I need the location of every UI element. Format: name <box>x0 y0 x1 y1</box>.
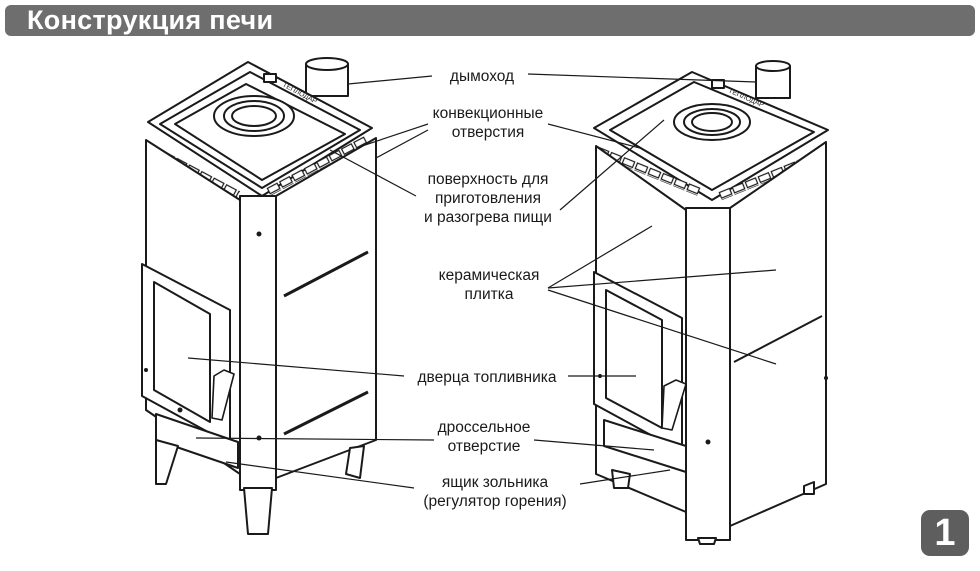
figure-number: 1 <box>934 512 956 554</box>
left-leg-front <box>243 487 273 535</box>
left-fuel-door <box>141 263 235 445</box>
label-ash-box-line2: (регулятор горения) <box>423 493 566 510</box>
left-leg-right <box>345 445 365 479</box>
left-stove: ТЕПЛОДАР <box>141 57 377 535</box>
right-stove: ТЕПЛОДАР <box>593 60 829 545</box>
label-fuel-door: дверца топливника <box>418 369 557 386</box>
left-leg-back <box>155 439 179 485</box>
right-corner-post <box>685 207 731 541</box>
right-leg-back <box>611 469 631 489</box>
label-cooking-line3: и разогрева пищи <box>424 209 552 226</box>
right-front-panel <box>729 141 827 527</box>
right-convection-holes-left <box>594 146 702 197</box>
label-chimney: дымоход <box>450 68 514 85</box>
right-logo-icon <box>711 79 725 89</box>
page-title: Конструкция печи <box>27 5 274 35</box>
leader-lines <box>187 73 777 489</box>
left-front-panel <box>275 137 377 479</box>
label-cooking-line1: поверхность для <box>428 171 549 188</box>
label-cooking-line2: приготовления <box>435 190 541 207</box>
left-ash-box <box>155 413 239 469</box>
left-convection-holes-right <box>266 135 370 196</box>
right-ash-box <box>603 419 687 473</box>
left-corner-post <box>239 195 277 491</box>
label-throttle-line2: отверстие <box>448 438 521 455</box>
label-ceramic-line1: керамическая <box>439 267 540 284</box>
right-leg-front <box>697 537 717 545</box>
label-convection-line2: отверстия <box>452 124 525 141</box>
left-chimney-pipe <box>305 57 349 97</box>
right-leg-right <box>803 481 815 495</box>
figure-number-badge <box>921 510 969 556</box>
label-throttle-line1: дроссельное <box>438 419 531 436</box>
header-bar <box>5 5 975 36</box>
right-chimney-pipe <box>755 60 791 99</box>
callout-labels: дымоход конвекционные отверстия поверхно… <box>418 68 567 510</box>
label-ceramic-line2: плитка <box>465 286 514 303</box>
right-fuel-door <box>593 271 687 453</box>
left-cooking-surface <box>213 95 295 137</box>
label-ash-box-line1: ящик зольника <box>442 474 549 491</box>
right-cooking-surface <box>673 103 751 141</box>
label-convection-line1: конвекционные <box>433 105 544 122</box>
left-logo-icon <box>263 73 277 83</box>
